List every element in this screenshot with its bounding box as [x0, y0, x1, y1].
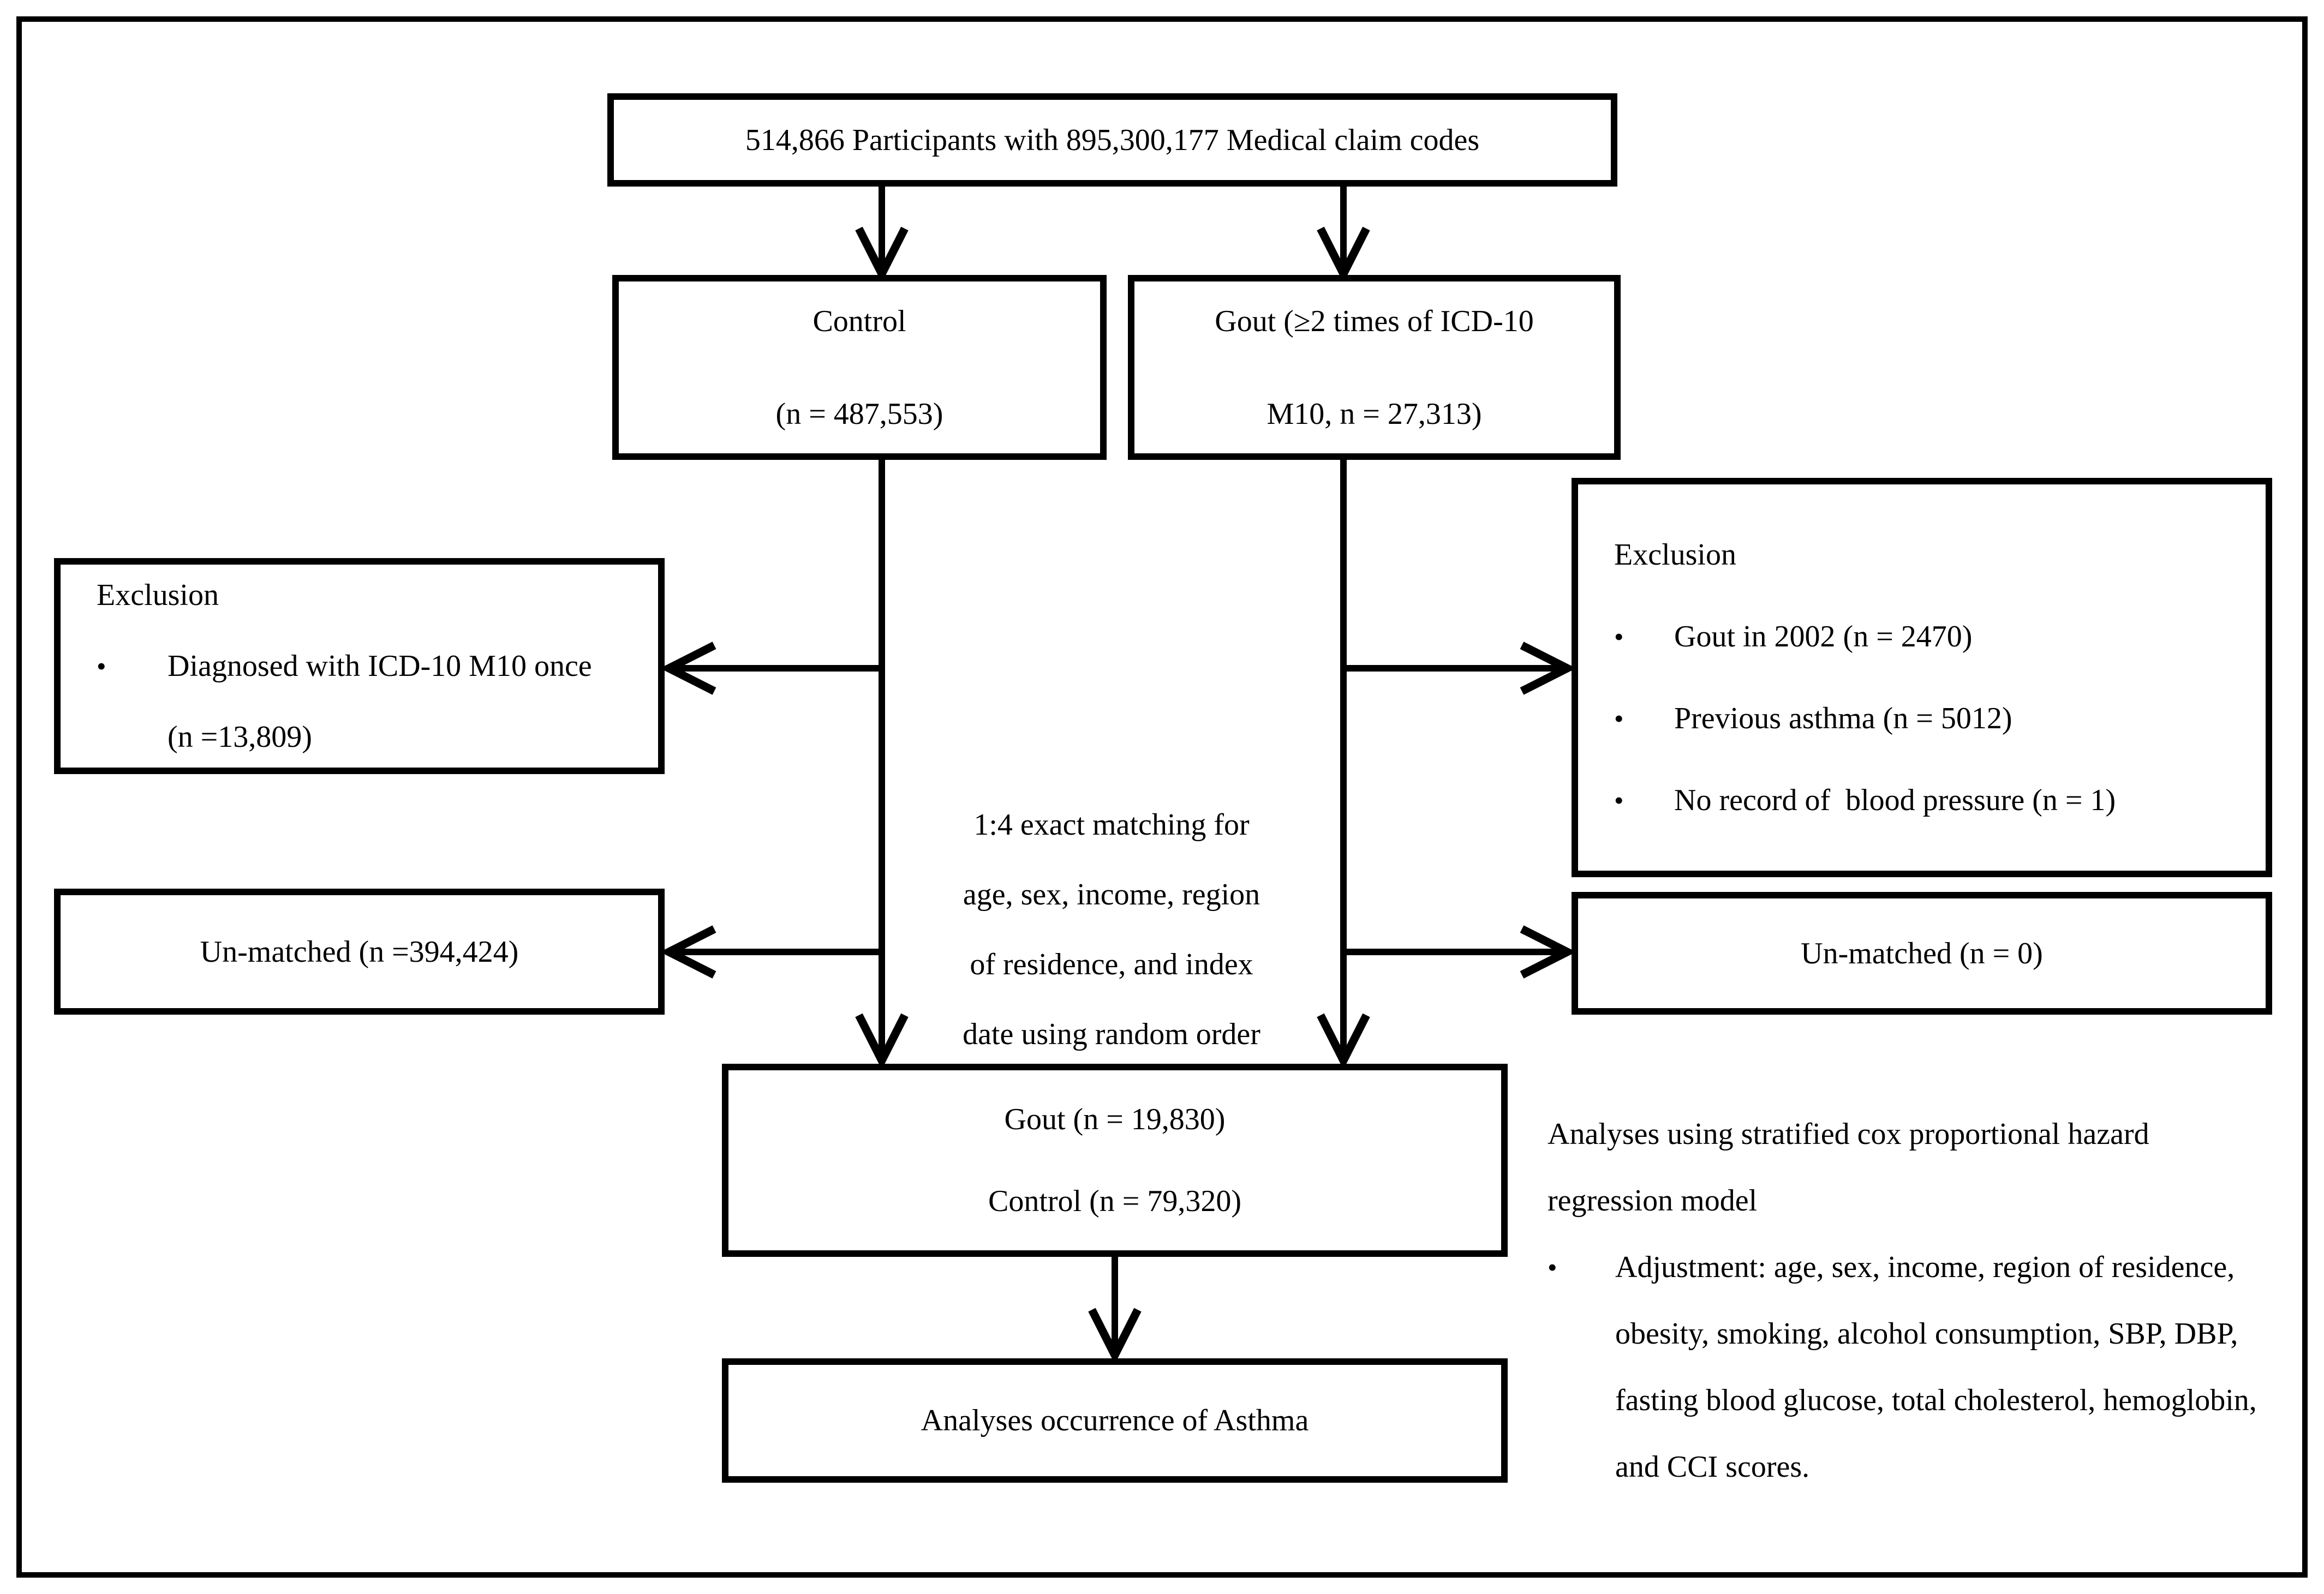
- matched-control-n: Control (n = 79,320): [988, 1184, 1241, 1218]
- control-group-box: Control (n = 487,553): [612, 275, 1107, 460]
- participants-box: 514,866 Participants with 895,300,177 Me…: [607, 93, 1617, 187]
- participants-text: 514,866 Participants with 895,300,177 Me…: [745, 123, 1480, 157]
- bullet-icon: •: [97, 651, 106, 681]
- bullet-icon: •: [1614, 785, 1624, 816]
- unmatched-right-text: Un-matched (n = 0): [1801, 936, 2043, 970]
- unmatched-left-box: Un-matched (n =394,424): [54, 889, 665, 1015]
- gout-group-box: Gout (≥2 times of ICD-10 M10, n = 27,313…: [1128, 275, 1621, 460]
- matched-cohort-box: Gout (n = 19,830) Control (n = 79,320): [722, 1064, 1508, 1257]
- outcome-box: Analyses occurrence of Asthma: [722, 1358, 1508, 1483]
- exclusion-right-item-text: Previous asthma (n = 5012): [1674, 702, 2012, 735]
- gout-label-line2: M10, n = 27,313): [1266, 397, 1482, 431]
- analysis-note: Analyses using stratified cox proportion…: [1548, 1101, 2301, 1500]
- exclusion-right-item: • Previous asthma (n = 5012): [1614, 678, 2012, 759]
- analysis-note-item-text: Adjustment: age, sex, income, region of …: [1615, 1250, 2265, 1484]
- bullet-icon: •: [1548, 1252, 1557, 1283]
- control-label: Control: [812, 304, 906, 338]
- exclusion-right-item: • Gout in 2002 (n = 2470): [1614, 596, 1972, 678]
- analysis-note-intro-line: Analyses using stratified cox proportion…: [1548, 1117, 2149, 1151]
- analysis-note-item: • Adjustment: age, sex, income, region o…: [1548, 1234, 2301, 1500]
- bullet-icon: •: [1614, 703, 1624, 734]
- matching-note-line: 1:4 exact matching for: [973, 808, 1250, 842]
- exclusion-left-item-text: Diagnosed with ICD-10 M10 once (n =13,80…: [168, 649, 600, 754]
- matched-gout-n: Gout (n = 19,830): [1004, 1102, 1226, 1136]
- matching-note-line: age, sex, income, region: [963, 878, 1260, 912]
- exclusion-left-box: Exclusion • Diagnosed with ICD-10 M10 on…: [54, 558, 665, 774]
- exclusion-right-item: • No record of blood pressure (n = 1): [1614, 759, 2116, 841]
- unmatched-left-text: Un-matched (n =394,424): [200, 934, 519, 969]
- exclusion-right-box: Exclusion • Gout in 2002 (n = 2470) • Pr…: [1572, 478, 2272, 877]
- exclusion-right-item-text: Gout in 2002 (n = 2470): [1674, 620, 1973, 654]
- bullet-icon: •: [1614, 621, 1624, 652]
- exclusion-left-item: • Diagnosed with ICD-10 M10 once (n =13,…: [97, 631, 604, 772]
- control-n: (n = 487,553): [775, 397, 943, 431]
- matching-note-line: of residence, and index: [970, 948, 1253, 981]
- exclusion-left-title: Exclusion: [97, 578, 219, 612]
- outcome-text: Analyses occurrence of Asthma: [921, 1404, 1309, 1437]
- exclusion-right-item-text: No record of blood pressure (n = 1): [1674, 783, 2116, 817]
- unmatched-right-box: Un-matched (n = 0): [1572, 892, 2272, 1015]
- matching-note-line: date using random order: [963, 1017, 1260, 1051]
- analysis-note-intro-line: regression model: [1548, 1184, 1758, 1218]
- exclusion-right-title: Exclusion: [1614, 538, 1736, 572]
- matching-note: 1:4 exact matching for age, sex, income,…: [877, 790, 1346, 1069]
- gout-label-line1: Gout (≥2 times of ICD-10: [1215, 304, 1534, 338]
